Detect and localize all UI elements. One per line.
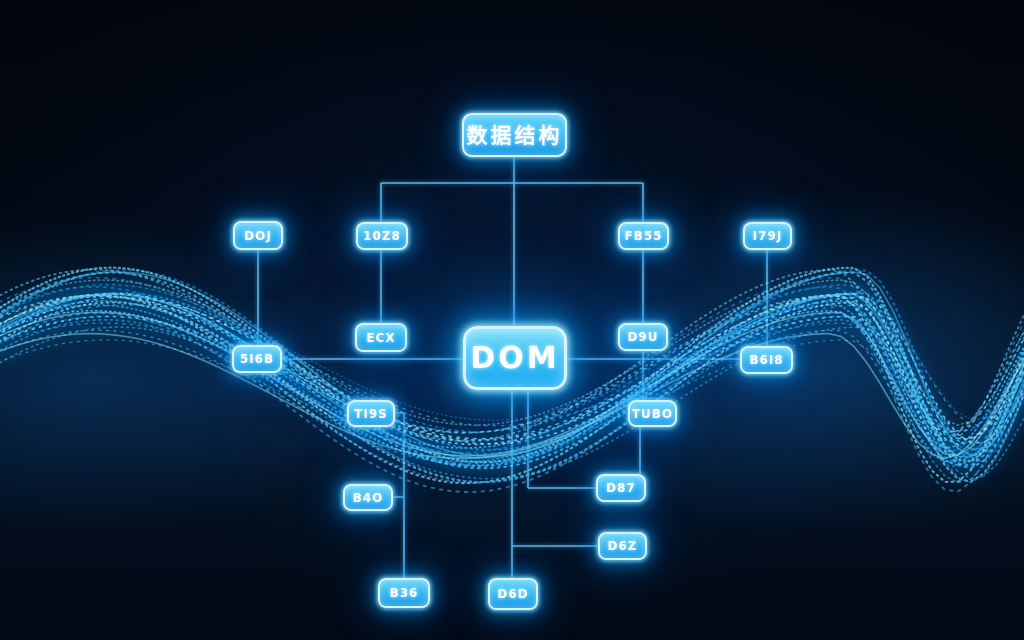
wave-strand [0,326,1024,480]
wave-strand [0,292,1024,484]
wave-strand [0,294,1024,434]
node-fb55: FB55 [618,222,669,250]
wave-strand [0,300,1024,467]
node-ti9s: TI9S [347,400,395,427]
wave-strand [0,266,1024,464]
wave-strand [0,294,1024,434]
node-d6d: D6D [488,578,538,610]
node-i79j: I79J [743,222,792,250]
particle-wave [0,266,1024,493]
wave-strand [0,309,1024,449]
node-b6i8: B6I8 [740,346,793,374]
node-b36: B36 [378,578,430,608]
wave-strand [0,315,1024,459]
node-b4o: B4O [343,484,393,511]
node-ecx: ECX [355,323,407,352]
wave-strand [0,304,1024,427]
node-doj: DOJ [233,221,283,250]
node-d6z: D6Z [598,532,647,560]
wave-strand [0,268,1024,442]
node-5i6b: 5I6B [232,345,282,373]
node-d9u: D9U [618,323,668,351]
wave-strand [0,279,1024,427]
wave-strand [0,271,1024,468]
node-tubo: TUBO [628,400,677,427]
wave-strand [0,271,1024,457]
wave-strand [0,311,1024,457]
node-dom: DOM [463,326,567,390]
node-10z8: 10Z8 [356,222,408,250]
wave-strand [0,292,1024,440]
wave-strand [0,311,1024,493]
wave-strand [0,285,1024,454]
wave-strand [0,315,1024,442]
wave-strand [0,332,1024,460]
node-data-structure-title: 数据结构 [462,113,567,157]
wave-strand [0,296,1024,445]
node-d87: D87 [596,474,646,502]
wave-strand [0,293,1024,485]
wave-strand [0,295,1024,446]
